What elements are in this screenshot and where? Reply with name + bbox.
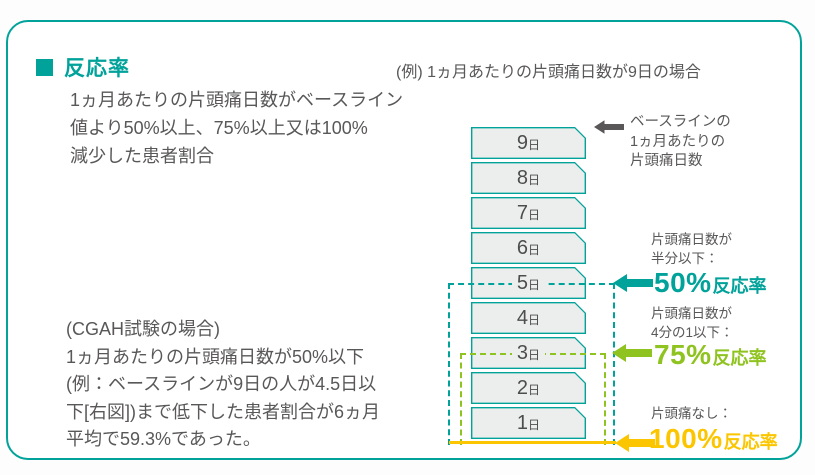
arrow-100-percent-icon (615, 434, 655, 452)
arrow-75-percent-icon (612, 344, 652, 362)
day-label: 7日 (471, 197, 586, 229)
desc-75-percent: 片頭痛日数が 4分の1以下： (651, 306, 734, 340)
section-title: 反応率 (64, 57, 130, 80)
section-heading: 反応率 (36, 52, 130, 82)
definition-line: 1ヵ月あたりの片頭痛日数がベースライン (70, 90, 404, 110)
definition-line: 値より50%以上、75%以上又は100% (70, 118, 368, 138)
day-label: 9日 (471, 127, 586, 159)
day-label: 6日 (471, 232, 586, 264)
definition-text: 1ヵ月あたりの片頭痛日数がベースライン 値より50%以上、75%以上又は100%… (70, 86, 403, 170)
day-label: 4日 (471, 302, 586, 334)
day-label: 8日 (471, 162, 586, 194)
baseline-annotation: ベースラインの 1ヵ月あたりの 片頭痛日数 (630, 114, 731, 169)
cgah-line: 1ヵ月あたりの片頭痛日数が50%以下 (66, 346, 365, 367)
cgah-line: 下[右図])まで低下した患者割合が6ヵ月 (66, 401, 381, 422)
example-title: (例) 1ヵ月あたりの片頭痛日数が9日の場合 (396, 64, 701, 81)
day-label: 1日 (471, 407, 586, 439)
day-label: 5日 (471, 267, 586, 299)
cgah-line: (例：ベースラインが9日の人が4.5日以 (66, 374, 377, 394)
day-label: 3日 (471, 337, 586, 369)
cgah-line: 平均で59.3%であった。 (66, 429, 261, 449)
day-label: 2日 (471, 372, 586, 404)
day-labels: 9日 8日 7日 6日 5日 4日 3日 2日 1日 (471, 127, 586, 439)
day-box (471, 162, 586, 194)
square-bullet-icon (36, 58, 53, 76)
baseline-arrow-icon (594, 119, 624, 135)
definition-line: 減少した患者割合 (70, 146, 214, 166)
line-100-percent (449, 441, 616, 445)
value-50-percent: 50% 反応率 (654, 267, 767, 298)
value-75-percent: 75% 反応率 (654, 339, 767, 370)
value-100-percent: 100% 反応率 (649, 423, 778, 454)
desc-50-percent: 片頭痛日数が 半分以下： (651, 232, 732, 266)
cgah-line: (CGAH試験の場合) (66, 319, 220, 339)
arrow-50-percent-icon (613, 274, 653, 292)
desc-100-percent: 片頭痛なし： (651, 406, 732, 421)
response-rate-panel: 反応率 1ヵ月あたりの片頭痛日数がベースライン 値より50%以上、75%以上又は… (6, 20, 802, 460)
cgah-trial-text: (CGAH試験の場合) 1ヵ月あたりの片頭痛日数が50%以下 (例：ベースライン… (66, 316, 380, 454)
